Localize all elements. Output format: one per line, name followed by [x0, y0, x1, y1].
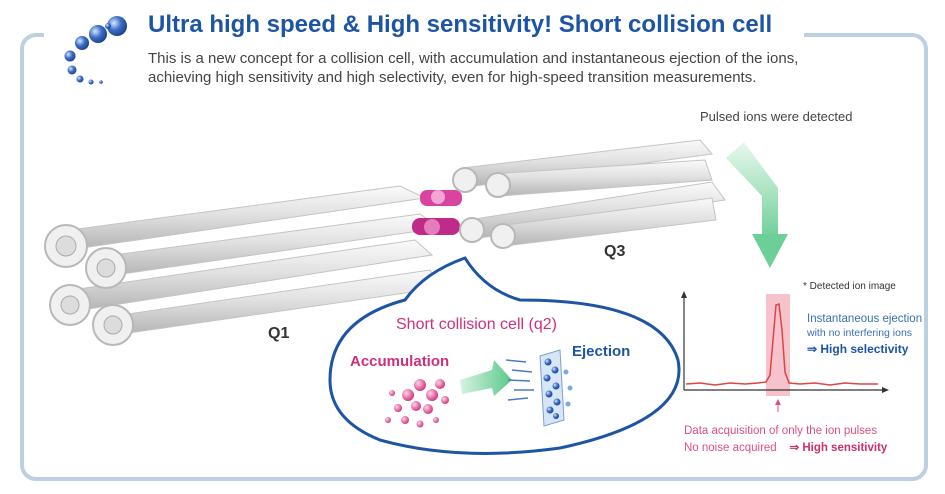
bubble-title: Short collision cell (q2) [396, 316, 557, 333]
q2-cell [412, 190, 462, 235]
pulsed-ions-label: Pulsed ions were detected [700, 109, 853, 124]
selectivity-annotation: Instantaneous ejection with no interferi… [807, 312, 922, 356]
accumulation-label: Accumulation [350, 353, 450, 370]
sensitivity-annotation: Data acquisition of only the ion pulses … [684, 423, 887, 457]
ejection-streak-icon [505, 359, 534, 401]
frame-gap [44, 26, 804, 40]
instant-line-3: ⇒ High selectivity [807, 342, 909, 356]
flow-arrow-icon [460, 360, 512, 396]
detected-ion-image-label: * Detected ion image [803, 281, 896, 292]
accumulated-ions [385, 379, 449, 428]
signal-trace [685, 302, 878, 386]
description-line-2: achieving high sensitivity and high sele… [148, 69, 757, 86]
instant-line-2: with no interfering ions [807, 327, 913, 339]
acq-line-2b: ⇒ High sensitivity [789, 442, 888, 454]
description-line-1: This is a new concept for a collision ce… [148, 50, 799, 67]
detection-arrow-icon [726, 142, 788, 268]
q1-label: Q1 [268, 325, 290, 342]
ejection-label: Ejection [572, 343, 631, 360]
ejected-ions [539, 349, 573, 427]
acq-line-2: No noise acquired ⇒ High sensitivity [684, 440, 887, 457]
q1-rods [44, 185, 442, 346]
acq-line-2a: No noise acquired [684, 442, 777, 454]
bubble-logo [64, 16, 127, 85]
q3-label: Q3 [604, 243, 626, 260]
acq-line-1: Data acquisition of only the ion pulses [684, 425, 878, 437]
page-title: Ultra high speed & High sensitivity! Sho… [148, 11, 773, 38]
rod-end-icon [44, 224, 134, 346]
q3-rods [452, 139, 726, 249]
ion-signal-chart [681, 291, 889, 412]
page-description: This is a new concept for a collision ce… [148, 49, 848, 87]
instant-line-1: Instantaneous ejection [807, 313, 923, 325]
